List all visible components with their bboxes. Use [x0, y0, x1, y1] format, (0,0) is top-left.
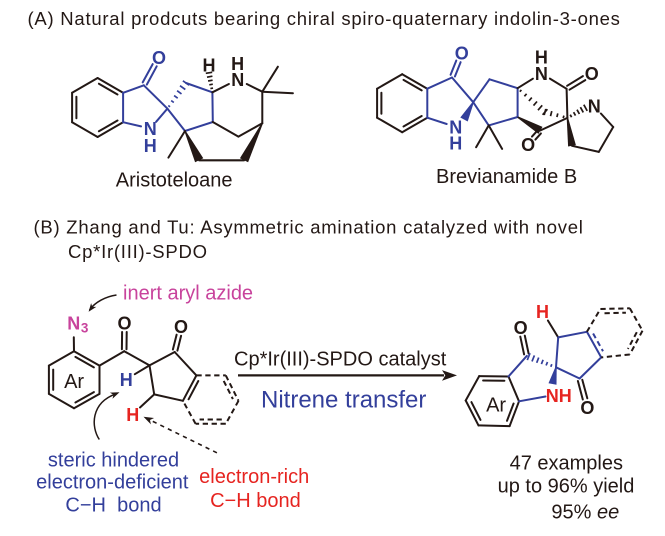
svg-text:(A) Natural prodcuts bearing c: (A) Natural prodcuts bearing chiral spir… — [28, 8, 621, 29]
svg-text:H: H — [536, 302, 549, 322]
svg-text:Cp*Ir(III)-SPDO catalyst: Cp*Ir(III)-SPDO catalyst — [234, 348, 447, 370]
svg-text:95% ee: 95% ee — [551, 501, 619, 523]
svg-text:O: O — [152, 48, 166, 68]
svg-text:O: O — [455, 44, 469, 64]
svg-text:Ar: Ar — [486, 394, 506, 416]
svg-text:N: N — [535, 64, 548, 84]
svg-text:3: 3 — [81, 321, 89, 336]
svg-text:Nitrene transfer: Nitrene transfer — [261, 387, 426, 414]
svg-text:O: O — [174, 317, 188, 337]
svg-text:Ar: Ar — [64, 371, 84, 393]
svg-text:(B) Zhang and Tu: Asymmetric a: (B) Zhang and Tu: Asymmetric amination c… — [34, 217, 584, 238]
svg-text:O: O — [580, 398, 594, 418]
svg-text:N: N — [449, 118, 462, 138]
svg-text:O: O — [585, 64, 599, 84]
svg-text:up to 96% yield: up to 96% yield — [498, 476, 635, 498]
svg-text:N: N — [588, 97, 601, 117]
svg-text:N: N — [67, 313, 80, 333]
svg-text:electron-rich: electron-rich — [199, 466, 309, 488]
svg-text:H: H — [144, 136, 157, 156]
svg-text:electron-deficient: electron-deficient — [36, 471, 189, 493]
svg-text:N: N — [144, 119, 157, 139]
svg-text:Aristoteloane: Aristoteloane — [116, 170, 233, 192]
svg-text:H: H — [449, 134, 462, 154]
svg-text:H: H — [120, 370, 133, 390]
svg-text:H: H — [203, 55, 216, 75]
svg-text:H: H — [126, 405, 139, 425]
svg-text:C−H bond: C−H bond — [65, 495, 161, 517]
svg-text:Cp*Ir(III)-SPDO: Cp*Ir(III)-SPDO — [68, 241, 208, 262]
svg-text:O: O — [521, 135, 535, 155]
svg-text:H: H — [535, 47, 548, 67]
svg-text:O: O — [514, 318, 528, 338]
svg-text:Brevianamide B: Brevianamide B — [436, 166, 577, 188]
svg-text:steric hindered: steric hindered — [48, 450, 179, 472]
svg-text:H: H — [231, 54, 244, 74]
svg-text:O: O — [117, 314, 131, 334]
svg-text:N: N — [231, 70, 244, 90]
svg-text:inert aryl azide: inert aryl azide — [123, 283, 253, 305]
svg-text:47 examples: 47 examples — [510, 452, 623, 474]
svg-text:C−H bond: C−H bond — [210, 490, 301, 512]
svg-text:NH: NH — [546, 386, 572, 406]
